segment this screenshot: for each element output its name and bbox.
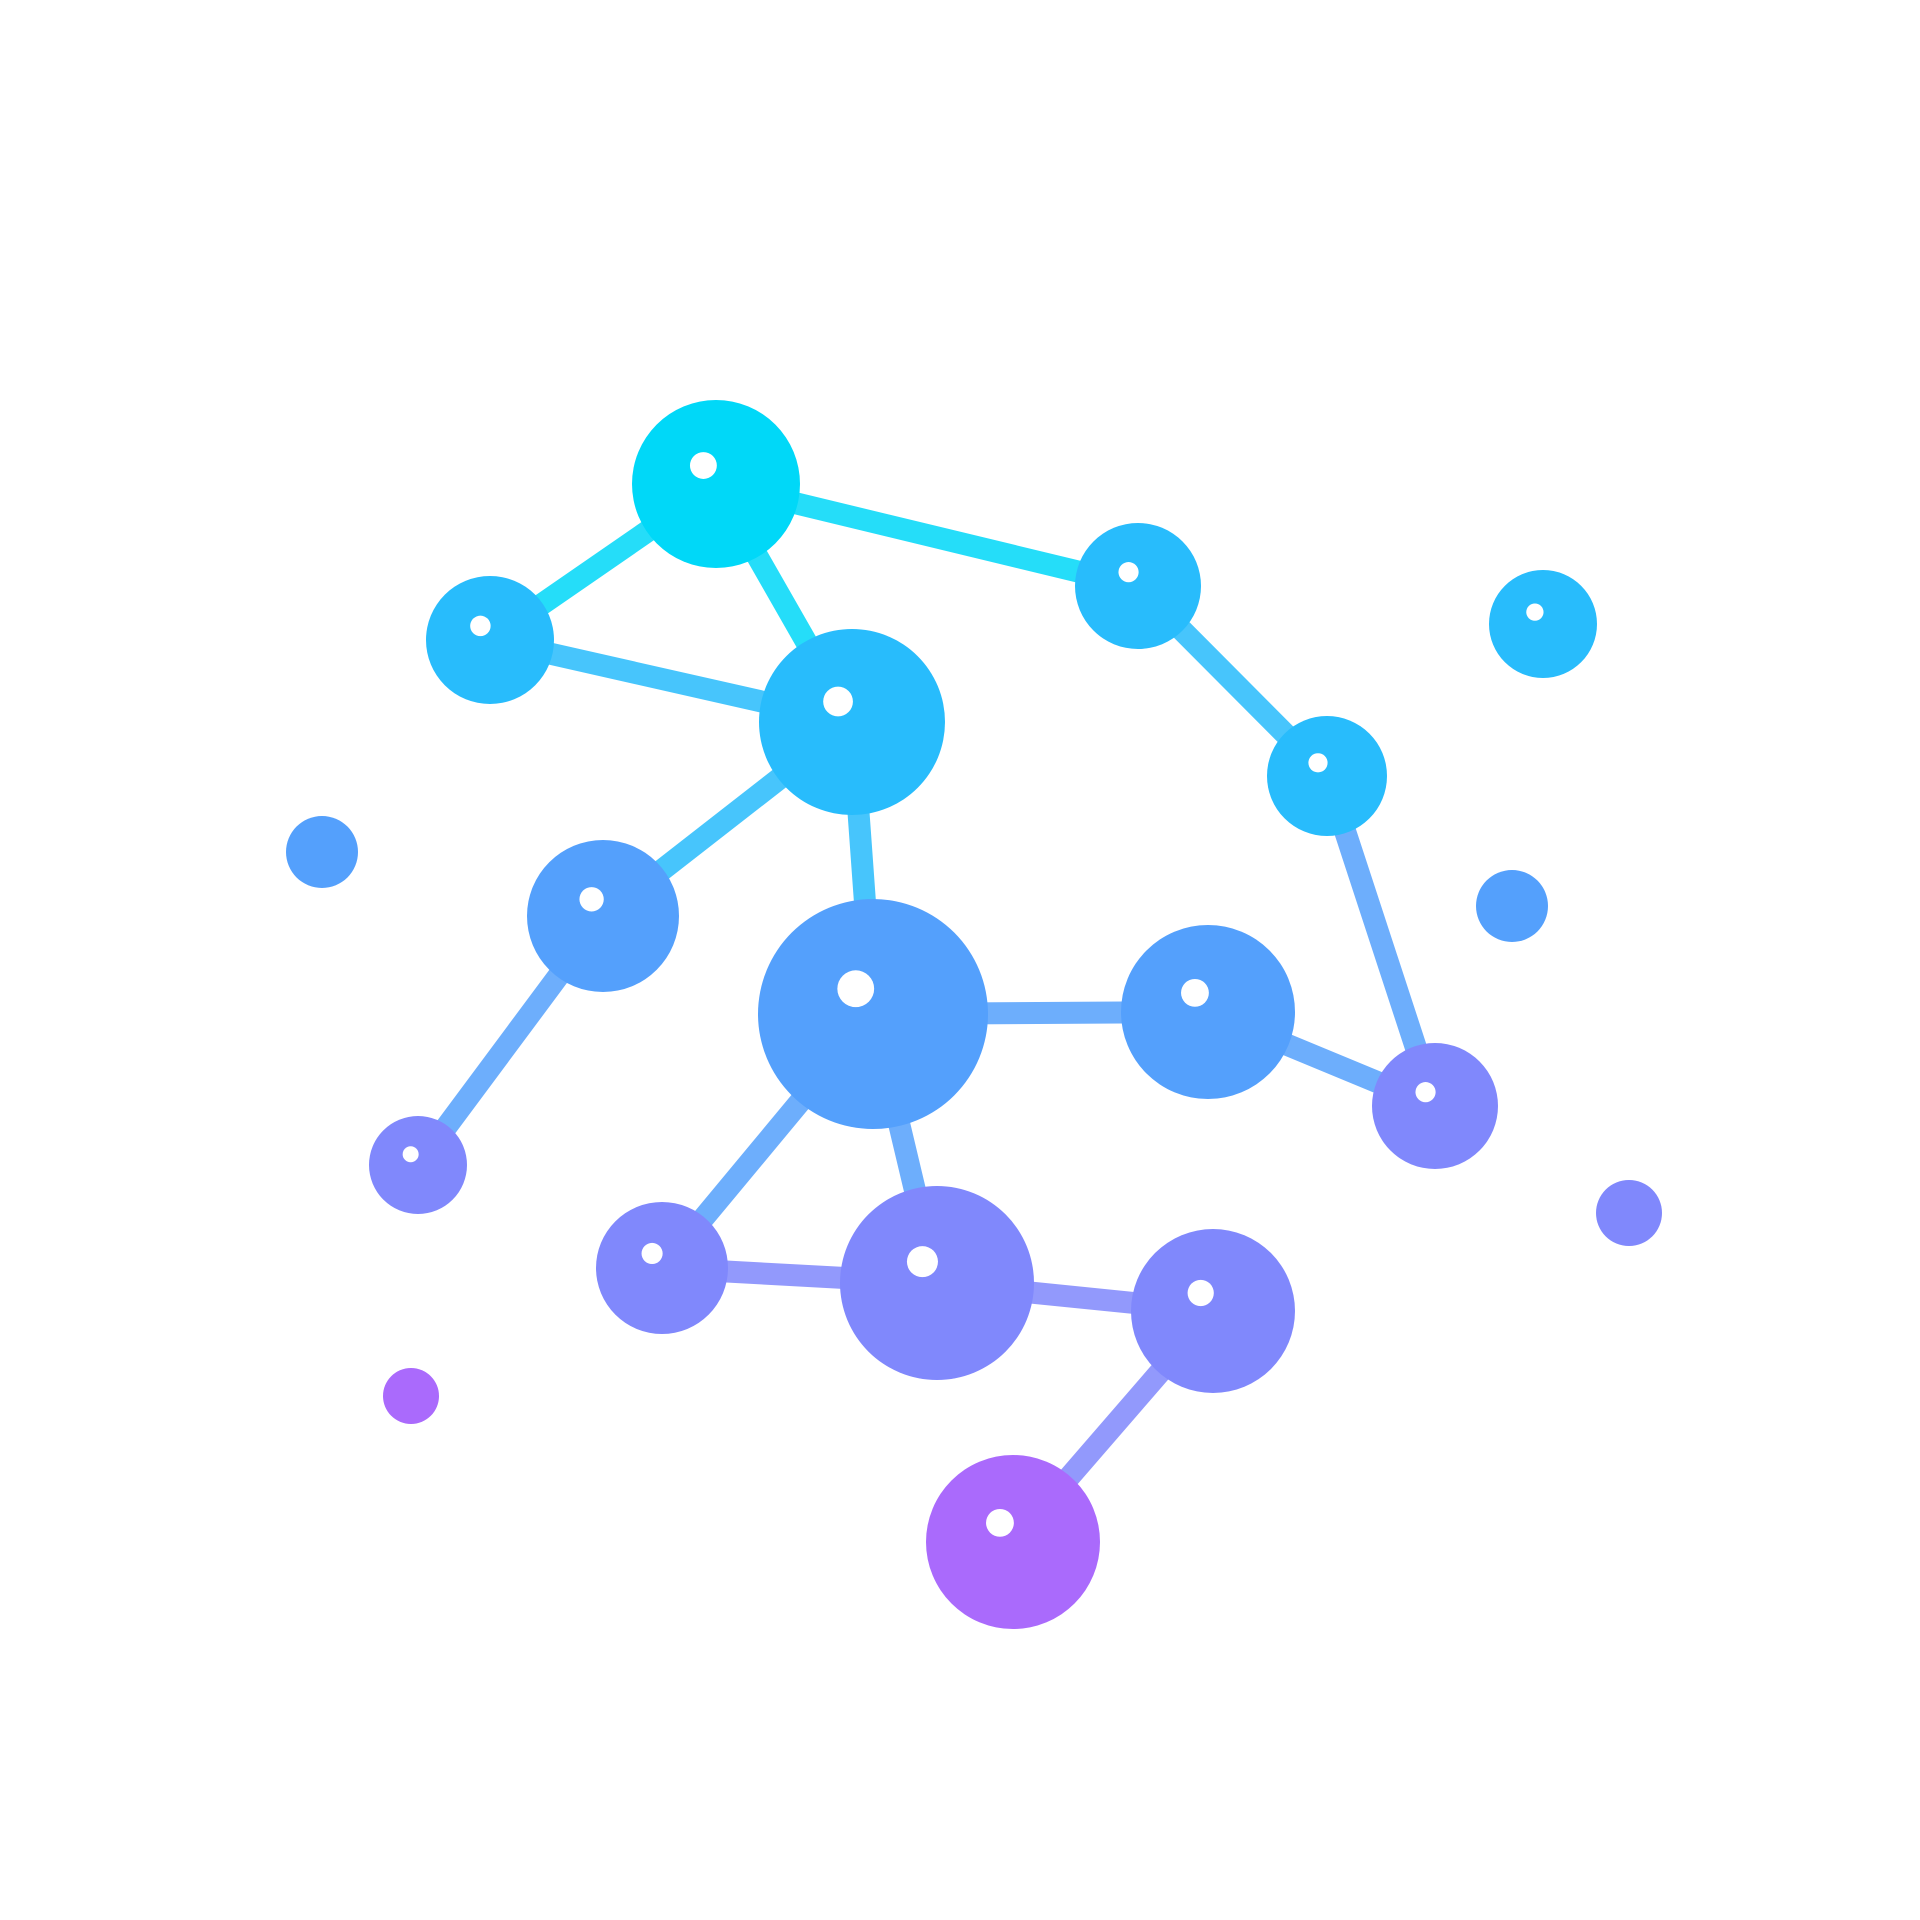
node-highlight <box>986 1508 1014 1537</box>
node-highlight <box>1526 603 1544 621</box>
graph-node-n5 <box>1267 716 1387 836</box>
graph-node-n3 <box>1489 570 1597 678</box>
node-circle <box>1372 1043 1498 1169</box>
graph-node-n14 <box>596 1202 728 1334</box>
graph-nodes <box>286 400 1662 1629</box>
node-circle <box>1489 570 1597 678</box>
node-circle <box>426 576 554 704</box>
graph-node-n18 <box>926 1455 1100 1629</box>
graph-node-n11 <box>1372 1043 1498 1169</box>
graph-node-n6 <box>286 816 358 888</box>
node-circle <box>1476 870 1548 942</box>
node-circle <box>1075 523 1201 649</box>
graph-node-n0 <box>632 400 800 568</box>
node-highlight <box>823 686 853 717</box>
node-circle <box>632 400 800 568</box>
node-highlight <box>579 887 604 912</box>
node-highlight <box>906 1246 938 1278</box>
node-highlight <box>402 1146 419 1163</box>
node-highlight <box>641 1242 663 1265</box>
node-highlight <box>1187 1279 1214 1307</box>
graph-node-n17 <box>383 1368 439 1424</box>
graph-node-n10 <box>1121 925 1295 1099</box>
node-circle <box>758 899 988 1129</box>
node-circle <box>1131 1229 1295 1393</box>
graph-node-n9 <box>758 899 988 1129</box>
node-circle <box>1596 1180 1662 1246</box>
node-circle <box>596 1202 728 1334</box>
graph-node-n15 <box>840 1186 1034 1380</box>
node-highlight <box>470 615 491 637</box>
node-circle <box>926 1455 1100 1629</box>
node-circle <box>1267 716 1387 836</box>
node-highlight <box>837 970 875 1008</box>
node-highlight <box>1181 978 1209 1007</box>
node-highlight <box>1415 1082 1436 1103</box>
node-circle <box>1121 925 1295 1099</box>
graph-node-n7 <box>527 840 679 992</box>
graph-node-n1 <box>426 576 554 704</box>
node-circle <box>840 1186 1034 1380</box>
node-circle <box>383 1368 439 1424</box>
node-circle <box>369 1116 467 1214</box>
graph-node-n4 <box>759 629 945 815</box>
graph-node-n2 <box>1075 523 1201 649</box>
node-circle <box>759 629 945 815</box>
node-circle <box>527 840 679 992</box>
graph-node-n16 <box>1131 1229 1295 1393</box>
graph-node-n13 <box>1596 1180 1662 1246</box>
node-circle <box>286 816 358 888</box>
graph-node-n8 <box>1476 870 1548 942</box>
graph-node-n12 <box>369 1116 467 1214</box>
node-highlight <box>1118 562 1139 583</box>
node-highlight <box>689 452 717 479</box>
node-highlight <box>1308 753 1328 773</box>
